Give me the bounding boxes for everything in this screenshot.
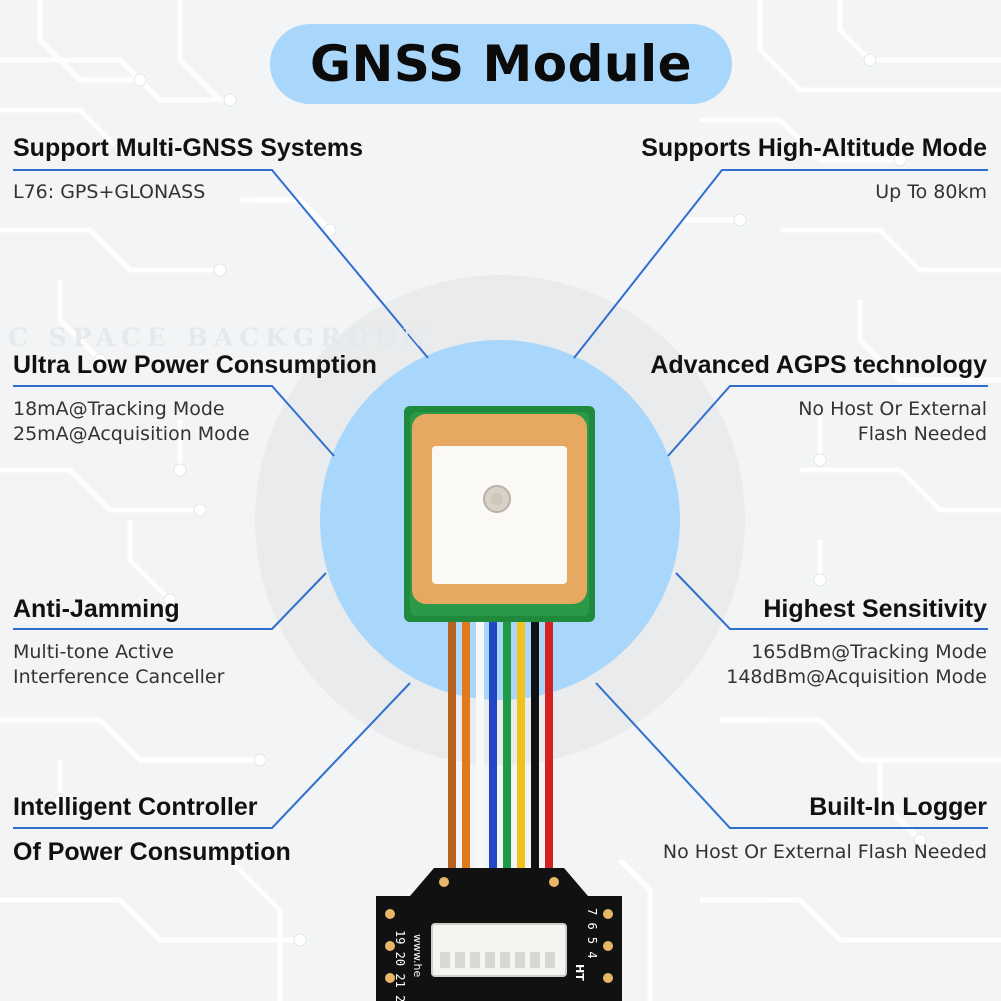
feature-title-agps: Advanced AGPS technology <box>650 351 987 379</box>
feature-desc-multi-gnss: L76: GPS+GLONASS <box>13 181 206 203</box>
feature-title-logger: Built-In Logger <box>809 793 987 821</box>
feature-desc-low-power: 18mA@Tracking Mode 25mA@Acquisition Mode <box>13 398 250 445</box>
page-title-banner: GNSS Module <box>270 24 732 104</box>
feature-title-controller-line2: Of Power Consumption <box>13 838 291 866</box>
board-silk-url: www.he <box>411 934 424 977</box>
gnss-antenna-module <box>404 406 595 622</box>
board-silk-brand: HT <box>573 964 586 981</box>
breakout-board: 19 20 21 26 7 6 5 4 www.he HT <box>376 868 622 1001</box>
feature-title-sensitivity: Highest Sensitivity <box>763 595 987 623</box>
feature-desc-logger: No Host Or External Flash Needed <box>662 841 987 863</box>
feature-desc-sensitivity: 165dBm@Tracking Mode 148dBm@Acquisition … <box>726 641 987 688</box>
feature-desc-agps: No Host Or External Flash Needed <box>798 398 987 445</box>
feature-desc-high-altitude: Up To 80km <box>875 181 987 203</box>
feature-title-controller-line1: Intelligent Controller <box>13 793 258 821</box>
page-title: GNSS Module <box>309 35 693 93</box>
background-watermark: C SPACE BACKGROUN <box>8 323 432 352</box>
feature-title-multi-gnss: Support Multi-GNSS Systems <box>13 134 364 162</box>
board-pins-left: 19 20 21 26 <box>393 930 407 1001</box>
feature-title-low-power: Ultra Low Power Consumption <box>13 351 377 379</box>
feature-title-anti-jamming: Anti-Jamming <box>13 595 180 623</box>
board-pins-right: 7 6 5 4 <box>585 908 599 959</box>
feature-desc-anti-jamming: Multi-tone Active Interference Canceller <box>13 641 225 688</box>
feature-title-high-altitude: Supports High-Altitude Mode <box>641 134 987 162</box>
